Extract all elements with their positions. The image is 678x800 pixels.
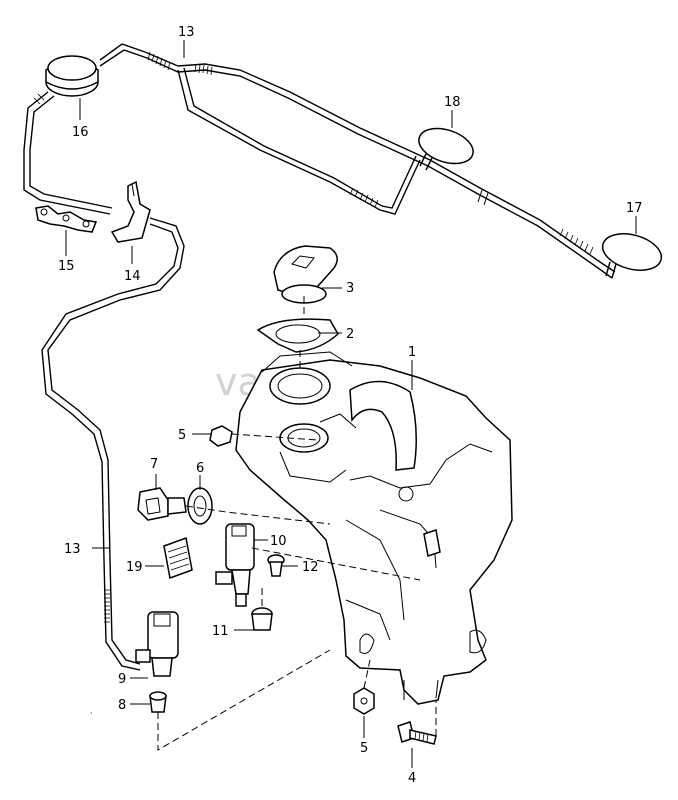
grommet-6 [187,487,213,525]
callout-4: 4 [408,771,416,786]
callout-14: 14 [124,269,141,284]
callout-16: 16 [72,125,89,140]
reservoir-1 [235,351,513,705]
seal-2 [256,318,339,353]
holder-15 [35,205,98,233]
callout-10: 10 [270,534,287,549]
callout-5-upper: 5 [178,428,186,443]
nozzle-18 [418,127,474,171]
callout-8: 8 [118,698,126,713]
nut-5-upper [209,425,233,447]
callout-2: 2 [346,327,354,342]
callout-3: 3 [346,281,354,296]
callout-5-lower: 5 [360,741,368,756]
nozzle-17 [601,233,663,279]
sensor-7 [137,487,187,521]
pump-9 [135,611,179,677]
plug-8 [149,691,167,713]
callout-13-left: 13 [64,542,81,557]
callout-9: 9 [118,672,126,687]
callout-17: 17 [626,201,643,216]
assembly-lines [157,296,437,751]
callout-6: 6 [196,461,204,476]
callout-13-top: 13 [178,25,195,40]
callout-18: 18 [444,95,461,110]
nut-5-lower [353,687,375,715]
callout-labels: 13 16 18 17 15 14 3 2 1 5 6 7 13 19 10 1… [58,25,643,786]
plug-12 [267,554,285,577]
callout-11: 11 [212,624,229,639]
clip-14 [110,180,151,243]
bolt-4 [397,721,437,745]
callout-leaders [65,40,637,768]
grommet-11 [251,607,273,631]
filler-cap-3 [273,245,338,304]
cap-16 [45,55,99,97]
callout-7: 7 [150,457,158,472]
hose-13-lower [41,217,185,671]
callout-19: 19 [126,560,143,575]
callout-12: 12 [302,560,319,575]
callout-1: 1 [408,345,416,360]
pad-19 [163,536,193,580]
hose-13-upper [23,43,616,279]
pump-10 [215,523,255,607]
callout-15: 15 [58,259,75,274]
stray-mark: · [90,709,93,718]
